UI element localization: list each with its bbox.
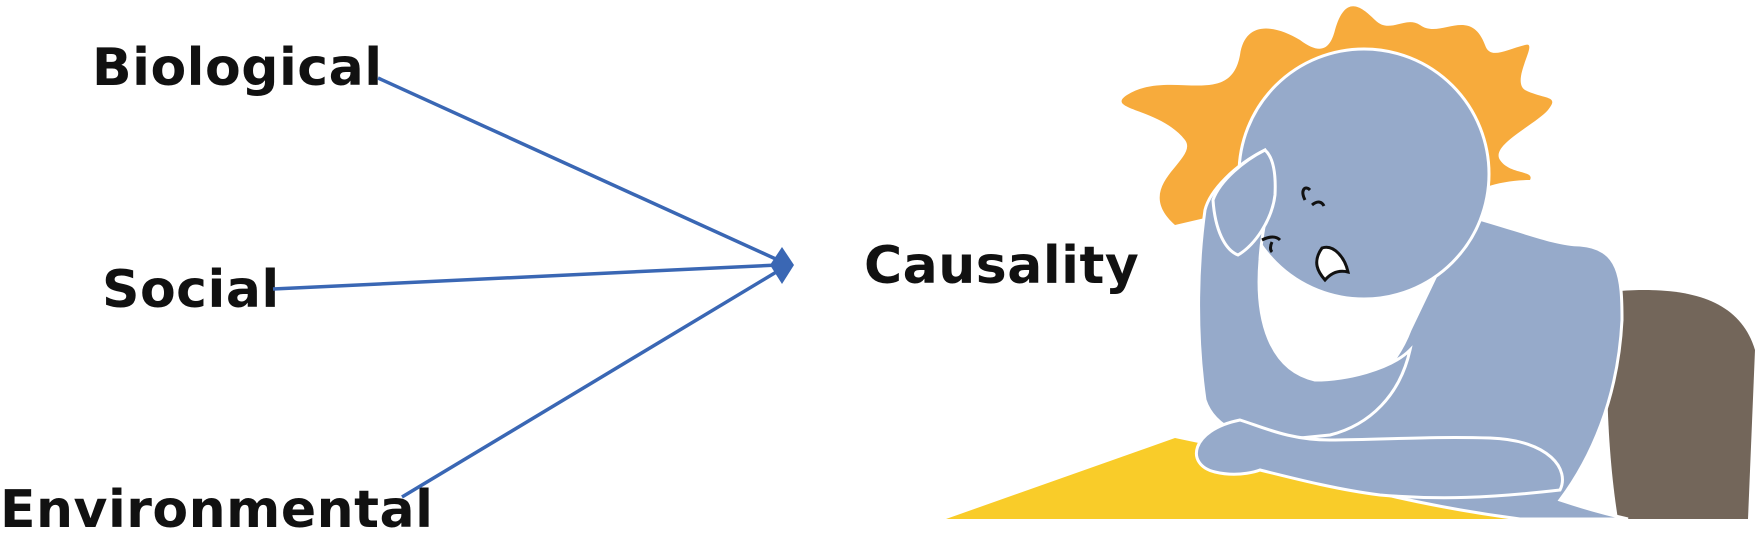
- arrowhead: [770, 247, 794, 284]
- person-forearm: [1195, 418, 1564, 500]
- arrows: [272, 76, 794, 499]
- factor-biological-label: Biological: [92, 38, 383, 98]
- chair-icon: [1607, 290, 1755, 519]
- person-hand: [1211, 148, 1277, 257]
- eyebrow-icon: [1301, 186, 1312, 201]
- arrow-social: [272, 263, 779, 291]
- factor-environmental-label: Environmental: [0, 480, 434, 540]
- eye-icon: [1311, 200, 1326, 207]
- stressed-person-at-desk-icon: [946, 6, 1755, 521]
- mouth-icon: [1315, 245, 1350, 283]
- outcome-causality-label: Causality: [864, 236, 1140, 296]
- eye-left-icon: [1261, 235, 1282, 254]
- person-head: [1237, 47, 1491, 301]
- arrow-environmental: [401, 269, 779, 499]
- arrow-biological: [377, 76, 779, 262]
- factor-social-label: Social: [102, 260, 280, 320]
